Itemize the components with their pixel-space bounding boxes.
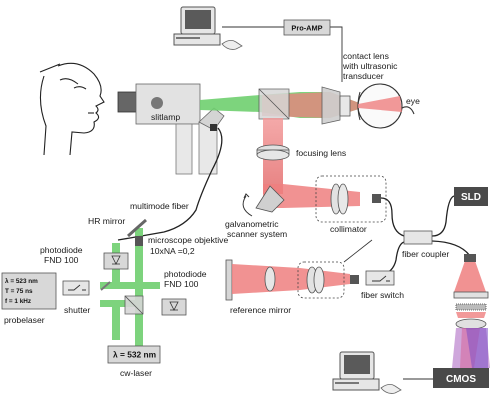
reference-arm: reference mirror [225,239,373,315]
photodiode-top-label-1: photodiode [40,245,83,255]
microscope-label-1: microscope objektive [148,235,228,245]
eye-label: eye [406,96,420,106]
cw-laser-label: cw-laser [120,368,152,378]
contact-lens-line-3: transducer [343,71,384,81]
contact-lens-line-2: with ultrasonic [342,61,398,71]
photodiode-top-label-2: FND 100 [44,255,79,265]
photodiode-bottom-label-1: photodiode [164,269,207,279]
slitlamp-label: slitlamp [151,112,180,122]
beam-splitter-top [258,88,290,120]
collimator-label: collimator [330,224,367,234]
cmos-box: CMOS [433,368,489,388]
galvanometric-scanner: galvanometric scanner system [225,185,287,239]
photodiode-bottom-label-2: FND 100 [164,279,199,289]
hr-mirror-label: HR mirror [88,216,125,226]
microscope-label-2: 10xNA =0,2 [150,246,195,256]
cw-laser-param: λ = 532 nm [113,350,156,360]
sld-label: SLD [461,192,481,203]
fiber-coupler-label: fiber coupler [402,249,449,259]
slitlamp-instrument: slitlamp [117,83,225,175]
probelaser-param-2: T = 75 ns [5,288,33,295]
hr-mirror: HR mirror [88,216,147,238]
contact-lens-transducer [321,86,351,125]
shutter: shutter [62,280,90,315]
focusing-lens-label: focusing lens [296,148,346,158]
probelaser-param-3: f = 1 kHz [5,298,31,305]
probelaser-label: probelaser [4,315,45,325]
reference-mirror-label: reference mirror [230,305,291,315]
pro-amp-box: Pro-AMP [283,19,331,36]
galvanometric-label-1: galvanometric [225,219,279,229]
fiber-coupler: fiber coupler [402,230,449,259]
pro-amp-label: Pro-AMP [291,24,322,33]
contact-lens-label: contact lens with ultrasonic transducer [342,51,398,81]
computer-top-icon [173,6,243,50]
signal-cables [222,26,433,380]
cw-laser-box: λ = 532 nm cw-laser [107,345,161,378]
computer-bottom-icon [332,351,402,394]
probelaser-param-1: λ = 523 nm [5,277,38,285]
focusing-lens: focusing lens [256,144,346,161]
fiber-switch-label: fiber switch [361,290,404,300]
galvanometric-label-2: scanner system [227,229,287,239]
contact-lens-line-1: contact lens [343,51,389,61]
optical-fibers [117,127,471,279]
multimode-fiber-label: multimode fiber [130,201,189,211]
head-profile-illustration [39,62,105,156]
shutter-label: shutter [64,305,90,315]
probelaser-box: λ = 523 nm T = 75 ns f = 1 kHz probelase… [1,272,57,325]
cmos-label: CMOS [446,374,476,385]
sld-box: SLD [454,187,488,206]
microscope-objective: microscope objektive 10xNA =0,2 [135,235,228,256]
fiber-switch: fiber switch [361,270,404,300]
dichroic-cube-left [100,281,144,315]
spectrometer-section [452,254,490,368]
photodiode-top: photodiode FND 100 [40,245,129,270]
photodiode-bottom: photodiode FND 100 [161,269,207,316]
eye-illustration: eye [357,83,420,129]
